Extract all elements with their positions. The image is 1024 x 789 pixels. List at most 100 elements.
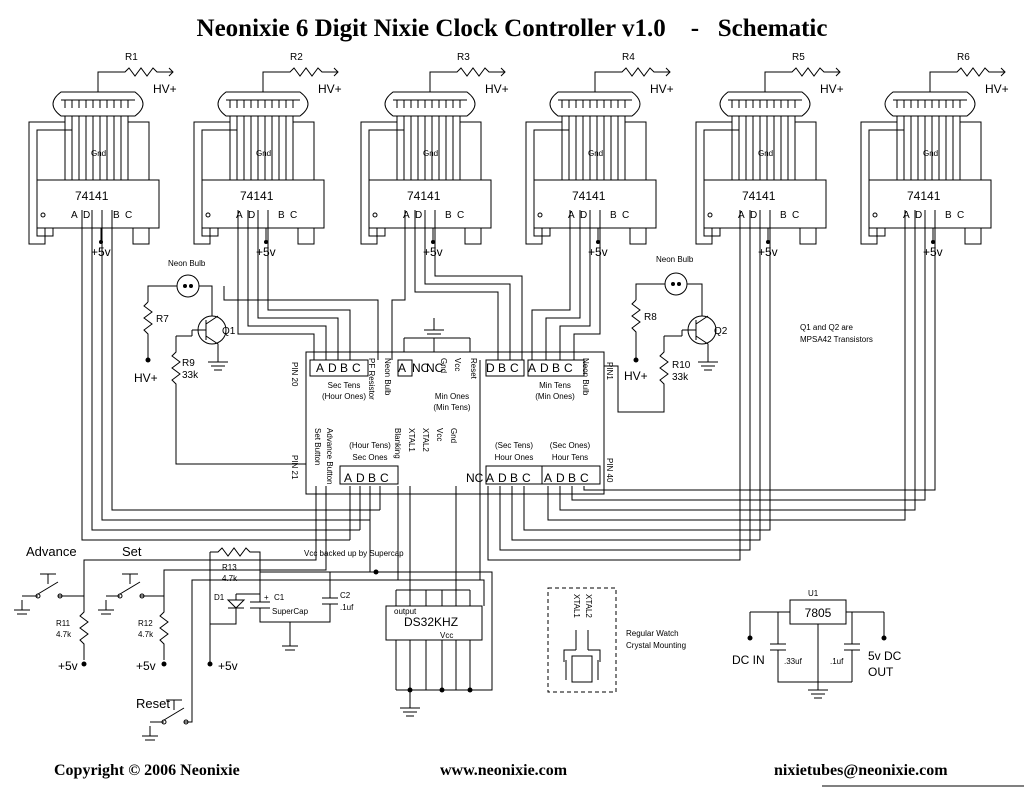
ds32khz-name: DS32KHZ — [404, 615, 458, 629]
dc-in-label: DC IN — [732, 653, 765, 667]
resistor-label-2: R2 — [290, 52, 303, 63]
d1-diode — [210, 593, 260, 625]
c2-value: .1uf — [340, 603, 354, 612]
r10-resistor — [604, 336, 669, 413]
decoder-pin-pin_d-3: D — [415, 210, 422, 221]
transistor-note-line2: MPSA42 Transistors — [800, 335, 873, 344]
mcu-group-min-ones-paren: (Min Ones) — [535, 392, 575, 401]
resistor-label-4: R4 — [622, 52, 635, 63]
r13-resistor — [210, 547, 370, 573]
mcu-group-hour-tens-paren: (Hour Tens) — [349, 441, 391, 450]
mcu-top-pin-9: Gnd — [439, 358, 448, 373]
decoder-pin-pin_a-2: A — [236, 210, 243, 221]
ds32khz-output-label: output — [394, 607, 417, 616]
mcu-bottom-pin-14: B — [510, 471, 518, 485]
gnd-label-1: Gnd — [91, 149, 106, 158]
schematic-title: Neonixie 6 Digit Nixie Clock Controller … — [197, 15, 828, 42]
mcu-group-sec-tens: Sec Tens — [328, 381, 361, 390]
decoder-pin-pin_d-4: D — [580, 210, 587, 221]
ic-label-5: 74141 — [742, 189, 776, 203]
decoder-pin-pin_c-6: C — [957, 210, 964, 221]
decoder-pin-pin_a-6: A — [903, 210, 910, 221]
anode-resistor-2 — [262, 67, 330, 92]
ic-label-4: 74141 — [572, 189, 606, 203]
ic-label-3: 74141 — [407, 189, 441, 203]
anode-resistor-6 — [929, 67, 997, 92]
mcu-top-pin-8: NC — [426, 361, 444, 375]
r10-label: R10 — [672, 360, 691, 371]
nixie-tube-5 — [719, 91, 811, 117]
r8-label: R8 — [644, 312, 657, 323]
q2-label: Q2 — [714, 326, 728, 337]
r13-label: R13 — [222, 563, 237, 572]
decoder-74141-4 — [533, 179, 657, 229]
mcu-top-pin-17: B — [552, 361, 560, 375]
footer-website: www.neonixie.com — [440, 762, 568, 779]
ic-label-6: 74141 — [907, 189, 941, 203]
decoder-pin-pin_d-6: D — [915, 210, 922, 221]
decoder-74141-2 — [201, 179, 325, 229]
r11-value: 4.7k — [56, 630, 72, 639]
decoder-pin-pin_d-5: D — [750, 210, 757, 221]
r11-resistor — [79, 596, 89, 660]
decoder-pin-pin_b-6: B — [945, 210, 952, 221]
crystal-note-2: Crystal Mounting — [626, 641, 686, 650]
supply-label-3: +5v — [423, 245, 443, 259]
mcu-top-pin-18: C — [564, 361, 573, 375]
q1-label: Q1 — [222, 326, 236, 337]
reset-label: Reset — [136, 696, 170, 711]
decoder-pin-pin_c-5: C — [792, 210, 799, 221]
gnd-label-4: Gnd — [588, 149, 603, 158]
decoder-pin-pin_a-1: A — [71, 210, 78, 221]
button-circuits: Advance R11 4.7k +5v Set R12 4.7k +5v Re… — [14, 360, 481, 741]
r11-supply: +5v — [58, 659, 78, 673]
hv-label-4: HV+ — [650, 82, 674, 96]
mcu-bottom-pin-19: C — [580, 471, 589, 485]
c1-capacitor — [250, 572, 291, 640]
bcd-bus-wires — [81, 210, 936, 561]
anode-resistor-5 — [764, 67, 832, 92]
mcu-top-pin-16: D — [540, 361, 549, 375]
neon-right-bulb-label: Neon Bulb — [656, 255, 694, 264]
anode-resistor-1 — [97, 67, 165, 92]
mcu-bottom-pin-6: Blanking — [393, 428, 402, 459]
c1-label: C1 — [274, 593, 285, 602]
c2-label: C2 — [340, 591, 351, 600]
neon-left-circuit: Neon Bulb R7 HV+ Q1 R9 33k — [134, 259, 379, 465]
decoder-74141-3 — [368, 179, 492, 229]
mcu-top-pin-11: Reset — [469, 358, 478, 380]
resistor-label-6: R6 — [957, 52, 970, 63]
cout-value: .1uf — [830, 657, 844, 666]
c2-capacitor — [290, 572, 338, 623]
mcu-group-min-ones: Min Ones — [435, 392, 469, 401]
mcu-bottom-pin-0: Advance Button — [325, 428, 334, 484]
supercap-circuit: R13 4.7k +5v D1 + C1 SuperCap C2 .1uf Vc… — [207, 486, 404, 673]
footer-copyright: Copyright © 2006 Neonixie — [54, 762, 240, 779]
crystal-mounting: XTAL2 XTAL1 Regular Watch Crystal Mounti… — [547, 587, 686, 693]
mcu-pin40-label: PIN 40 — [605, 458, 614, 483]
r9-resistor — [171, 336, 306, 465]
mcu-bottom-pin-10: Gnd — [449, 428, 458, 443]
r9-label: R9 — [182, 358, 195, 369]
mcu-bottom-pin-2: A — [344, 471, 352, 485]
supply-label-2: +5v — [256, 245, 276, 259]
crystal-outline — [547, 587, 617, 693]
mcu-group-sec-ones-paren: (Sec Ones) — [550, 441, 591, 450]
voltage-regulator: U1 7805 DC IN .33uf .1uf 5v DC OUT — [732, 589, 902, 699]
mcu-group-sec-ones: Sec Ones — [352, 453, 387, 462]
decoder-pin-pin_b-5: B — [780, 210, 787, 221]
mcu-top-pin-3: C — [352, 361, 361, 375]
resistor-label-5: R5 — [792, 52, 805, 63]
mcu-top-pin-5: Neon Bulb — [383, 358, 392, 396]
mcu-bottom-pin-13: D — [498, 471, 507, 485]
transistor-note-line1: Q1 and Q2 are — [800, 323, 853, 332]
decoder-pin-pin_a-3: A — [403, 210, 410, 221]
mcu-pin-group-box-4 — [339, 465, 399, 485]
mcu-group-hour-ones: (Hour Ones) — [322, 392, 366, 401]
mcu-top-pin-19: Neon Bulb — [581, 358, 590, 396]
anode-resistor-3 — [429, 67, 497, 92]
decoder-74141-6 — [868, 179, 992, 229]
decoder-pin-pin_c-3: C — [457, 210, 464, 221]
